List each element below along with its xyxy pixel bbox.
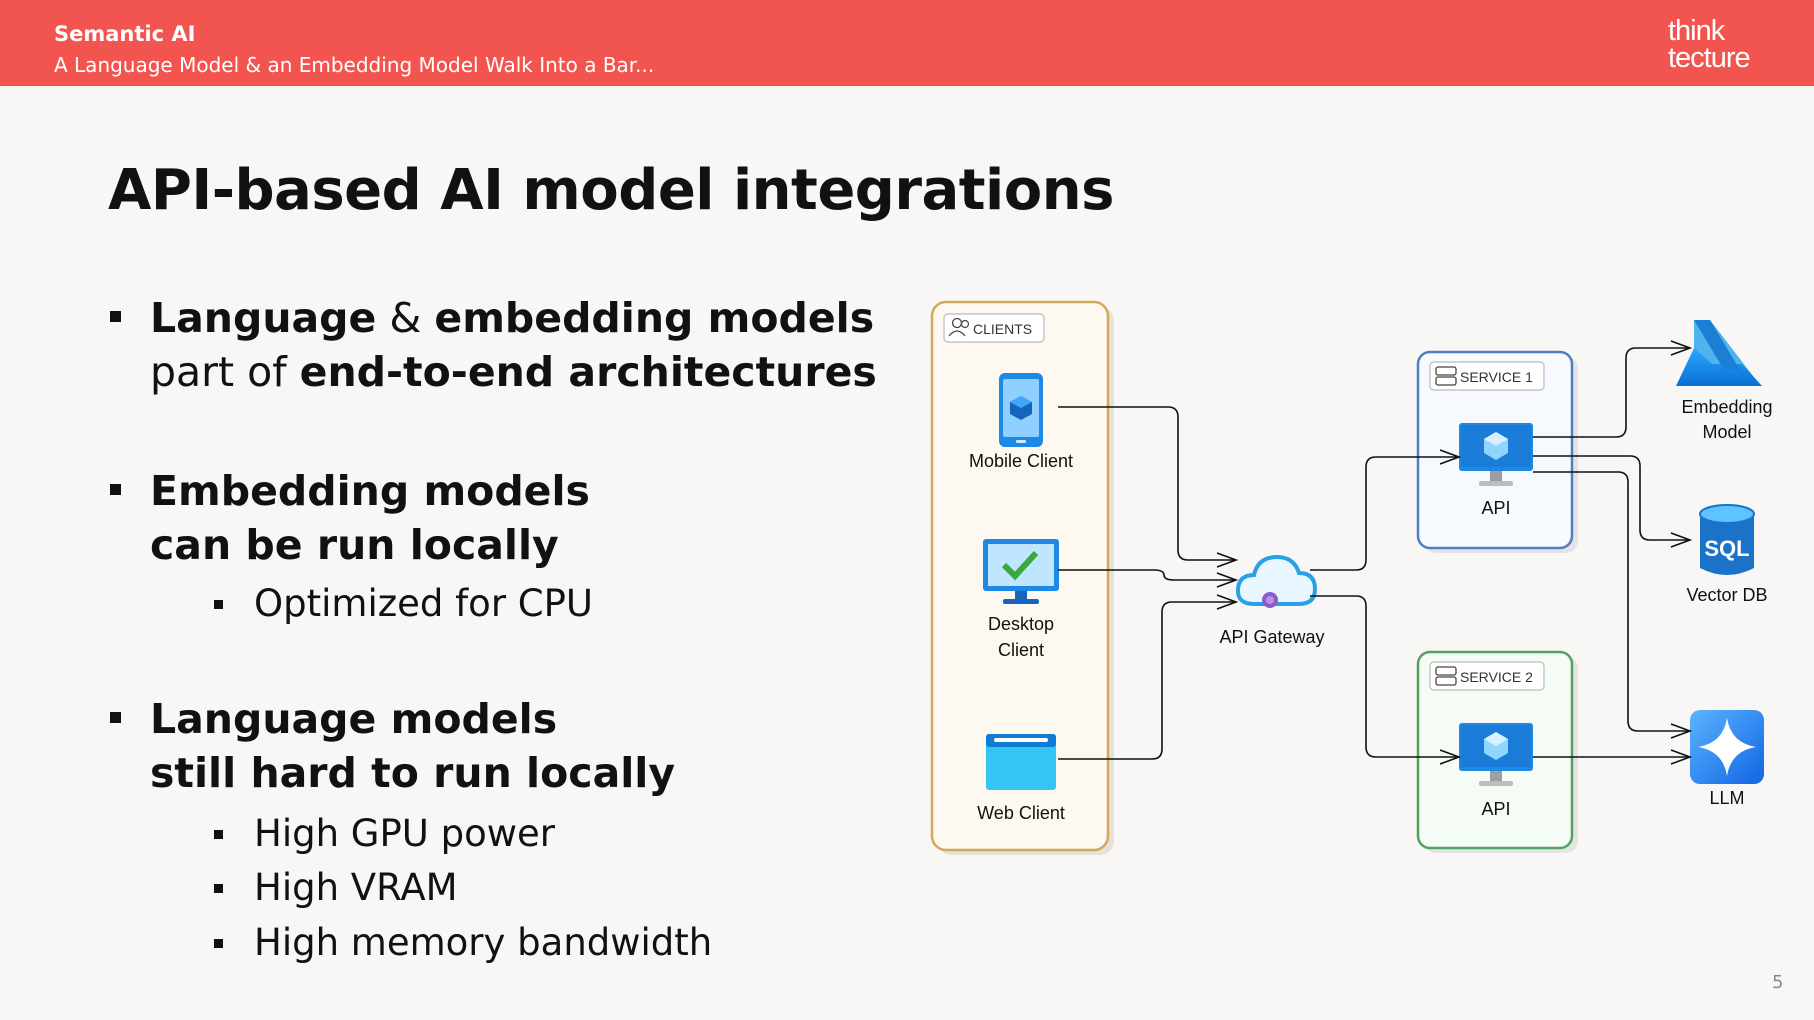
bullet-marker bbox=[110, 712, 121, 723]
sql-badge: SQL bbox=[1704, 536, 1749, 561]
api-server-icon bbox=[1459, 423, 1533, 486]
connector-api1-llm bbox=[1533, 471, 1690, 731]
desktop-client-label-1: Desktop bbox=[988, 614, 1054, 634]
page-number: 5 bbox=[1772, 972, 1784, 993]
web-client-label: Web Client bbox=[977, 803, 1065, 823]
desktop-client-icon bbox=[983, 539, 1059, 604]
bullet-marker bbox=[214, 830, 223, 839]
web-client-icon bbox=[986, 734, 1056, 790]
bullet-marker bbox=[110, 484, 121, 495]
api-gateway-label: API Gateway bbox=[1219, 627, 1324, 647]
bullet-text: part of bbox=[150, 348, 300, 396]
thinktecture-logo: think tecture bbox=[1668, 15, 1751, 74]
sub-bullet-gpu: High GPU power bbox=[212, 810, 812, 858]
connector-mobile-gateway bbox=[1058, 406, 1236, 560]
sub-bullet-bandwidth: High memory bandwidth bbox=[212, 919, 812, 967]
connectors bbox=[1058, 348, 1690, 759]
bullet-embedding-local: Embedding models can be run locally bbox=[108, 464, 898, 572]
bullet-text: Embedding models bbox=[150, 467, 590, 515]
embedding-model-label-1: Embedding bbox=[1681, 397, 1772, 417]
api-1-label: API bbox=[1481, 498, 1510, 518]
service-1-group: SERVICE 1 API bbox=[1416, 350, 1578, 553]
bullet-text: Language models bbox=[150, 695, 558, 743]
sub-bullet-vram: High VRAM bbox=[212, 864, 812, 912]
bullet-marker bbox=[214, 600, 223, 609]
users-icon bbox=[948, 317, 970, 337]
bullet-marker bbox=[214, 939, 223, 948]
bullet-text: end-to-end architectures bbox=[299, 348, 877, 396]
api-2-label: API bbox=[1481, 799, 1510, 819]
deck-title: Semantic AI bbox=[54, 22, 196, 46]
bullet-text: still hard to run locally bbox=[150, 749, 676, 797]
server-icon bbox=[1435, 666, 1457, 686]
embedding-model-icon bbox=[1676, 320, 1762, 386]
embedding-model-label-2: Model bbox=[1702, 422, 1751, 442]
bullet-text: High memory bandwidth bbox=[254, 921, 713, 964]
bullet-text: can be run locally bbox=[150, 521, 559, 569]
bullet-marker bbox=[214, 884, 223, 893]
service-1-label: SERVICE 1 bbox=[1460, 369, 1533, 385]
connector-gateway-api1 bbox=[1310, 457, 1459, 571]
llm-sparkle-icon bbox=[1690, 710, 1764, 784]
mobile-client-icon bbox=[999, 373, 1043, 447]
slide-title: API-based AI model integrations bbox=[108, 158, 1114, 223]
connector-web-gateway bbox=[1058, 602, 1236, 760]
bullet-language-hard: Language models still hard to run locall… bbox=[108, 692, 898, 800]
service-2-group: SERVICE 2 API bbox=[1416, 650, 1578, 853]
bullet-text: High VRAM bbox=[254, 866, 458, 909]
sub-bullet-cpu: Optimized for CPU bbox=[212, 580, 812, 628]
sql-database-icon: SQL bbox=[1699, 504, 1755, 575]
connector-api1-embedding bbox=[1533, 348, 1690, 438]
connector-gateway-api2 bbox=[1310, 595, 1459, 757]
llm-label: LLM bbox=[1709, 788, 1744, 808]
clients-group: CLIENTS Mobile Client Desktop Client Web… bbox=[930, 300, 1114, 855]
api-server-icon bbox=[1459, 723, 1533, 786]
api-gateway-icon bbox=[1235, 554, 1318, 608]
mobile-client-label: Mobile Client bbox=[969, 451, 1073, 471]
vector-db-label: Vector DB bbox=[1686, 585, 1767, 605]
bullet-text: & bbox=[376, 294, 435, 342]
logo-line-2: tecture bbox=[1668, 42, 1751, 74]
connector-api1-vectordb bbox=[1533, 455, 1690, 540]
connector-desktop-gateway bbox=[1058, 569, 1236, 580]
server-icon bbox=[1435, 366, 1457, 386]
clients-group-label: CLIENTS bbox=[973, 321, 1032, 337]
service-2-label: SERVICE 2 bbox=[1460, 669, 1533, 685]
bullet-text: Language bbox=[150, 294, 377, 342]
bullet-text: embedding models bbox=[434, 294, 875, 342]
bullet-text: High GPU power bbox=[254, 812, 555, 855]
bullet-architectures: Language & embedding models part of end-… bbox=[108, 291, 898, 399]
bullet-marker bbox=[110, 311, 121, 322]
desktop-client-label-2: Client bbox=[998, 640, 1044, 660]
logo-line-1: think bbox=[1668, 15, 1725, 47]
bullet-text: Optimized for CPU bbox=[254, 582, 594, 625]
deck-subtitle: A Language Model & an Embedding Model Wa… bbox=[54, 53, 655, 77]
header-bar: Semantic AI A Language Model & an Embedd… bbox=[0, 0, 1814, 86]
